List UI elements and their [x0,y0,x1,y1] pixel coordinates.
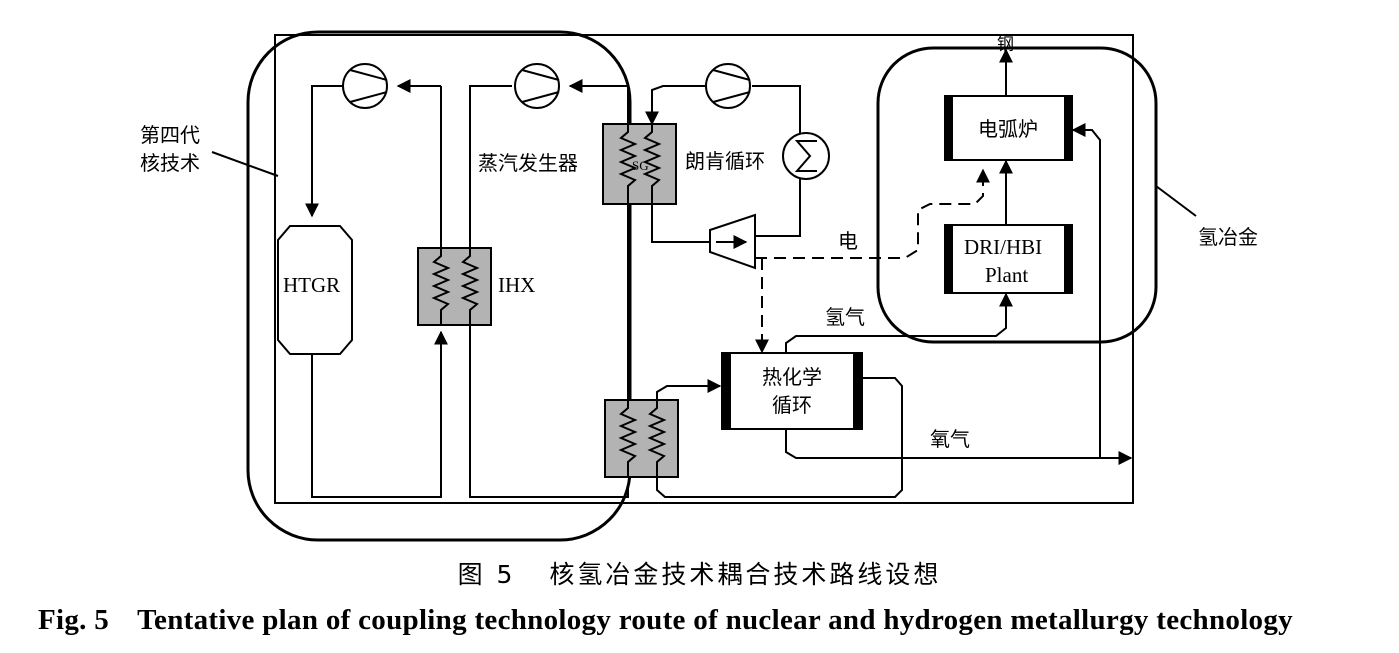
oxygen-label: 氧气 [930,427,970,451]
thermochem-return [656,377,903,498]
primary-circulator [342,63,388,109]
rankine-pump [705,63,751,109]
rankine-loop-turbine-in [651,204,710,243]
thermochem-label-line1: 热化学 [762,365,822,389]
heat-to-thermochem [656,379,722,400]
hydrogen-line [785,292,1013,353]
h2-metallurgy-leader-line [1155,185,1197,217]
hydrogen-metallurgy-region [876,46,1158,344]
ihx-heat-exchanger [417,247,492,326]
rankine-loop-right [752,85,801,133]
steam-generator-label: 蒸汽发生器 [478,151,578,175]
caption-cn-text: 核氢冶金技术耦合技术路线设想 [549,560,942,589]
gen4-label-line2: 核技术 [140,151,200,175]
htgr-label: HTGR [283,273,340,297]
hydrogen-label: 氢气 [825,305,865,329]
secondary-circulator [514,63,560,109]
electricity-label: 电 [838,229,858,253]
hydrogen-metallurgy-label: 氢冶金 [1198,225,1258,249]
sg-heat-exchanger [602,123,677,205]
caption-english: Fig. 5 Tentative plan of coupling technol… [38,604,1293,637]
caption-en-text: Tentative plan of coupling technology ro… [137,604,1293,636]
primary-loop-top [305,85,342,218]
caption-en-number: Fig. 5 [38,604,110,636]
condenser [782,132,830,180]
gen4-nuclear-region [246,30,632,542]
process-heat-exchanger [604,399,679,478]
caption-chinese: 图 5 核氢冶金技术耦合技术路线设想 [0,555,1399,591]
gen4-leader-line [211,151,279,177]
caption-cn-number: 图 5 [457,560,516,589]
dri-hbi-plant [944,224,1073,294]
electricity-line [755,168,990,259]
htgr-reactor [277,225,353,355]
oxygen-to-arc-furnace [1071,123,1101,458]
thermochemical-cycle [721,352,863,430]
coupling-diagram: 第四代 核技术 HTGR IHX 蒸汽发生器 SG 朗肯循环 电 钢 电弧炉 D… [140,30,1258,542]
rankine-cycle-label: 朗肯循环 [685,149,765,173]
arc-furnace-label: 电弧炉 [978,117,1038,141]
dri-hbi-label-line2: Plant [985,263,1028,287]
system-boundary [274,34,1134,504]
secondary-loop-bottom [469,325,629,498]
oxygen-line [785,429,1133,465]
secondary-loop-top [469,85,512,248]
rankine-loop-condenser-out [755,178,801,237]
turbine [709,213,756,270]
sg-label: SG [632,158,649,173]
steel-label: 钢 [997,35,1014,55]
gen4-label-line1: 第四代 [140,123,200,147]
thermochem-label-line2: 循环 [772,393,812,417]
primary-loop-bottom [311,330,448,498]
ihx-label: IHX [498,273,535,297]
dri-hbi-label-line1: DRI/HBI [964,235,1042,259]
electric-arc-furnace [944,95,1073,161]
rankine-loop-top [645,85,705,126]
